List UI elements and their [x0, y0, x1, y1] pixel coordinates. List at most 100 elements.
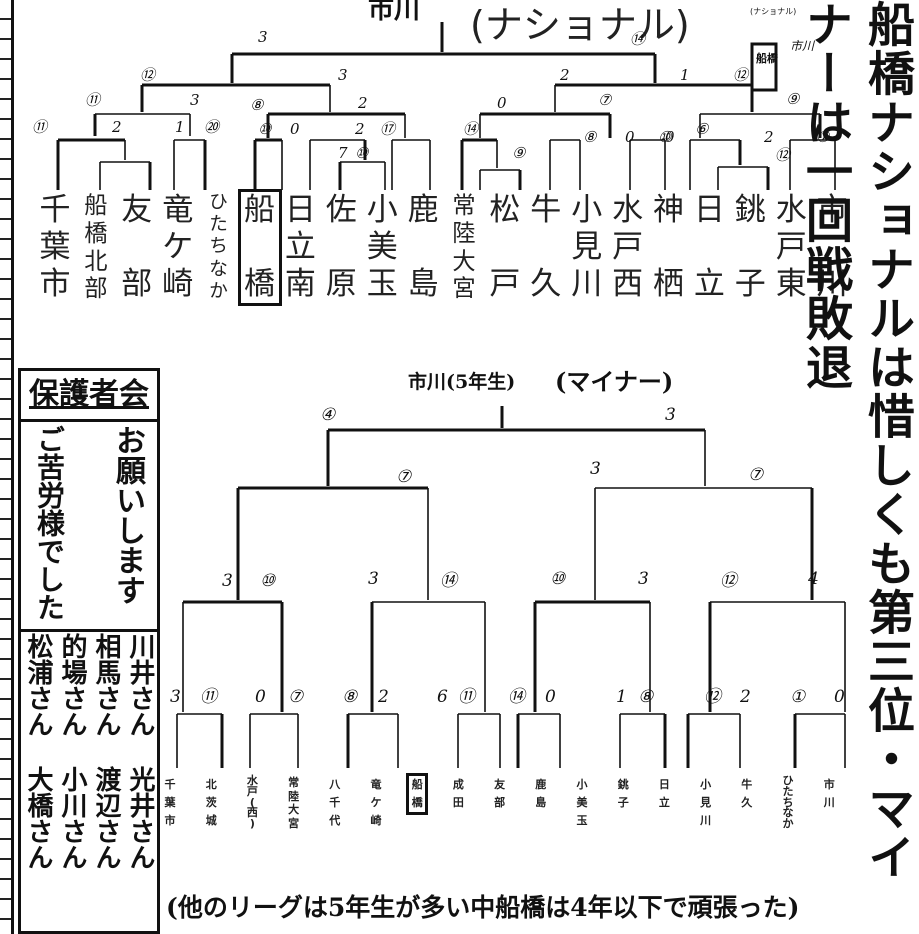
- n-score-16: 7: [338, 144, 348, 162]
- minor-team-char: 日: [658, 778, 670, 791]
- national-team-17: 銚 子: [731, 192, 769, 303]
- national-team-7: 佐 原: [322, 192, 360, 303]
- minor-team-1: 北茨城: [203, 776, 219, 830]
- minor-team-16: 市川: [821, 776, 837, 812]
- national-team-8: 小美玉: [363, 192, 401, 303]
- minor-team-char: 久: [741, 796, 753, 809]
- minor-subtitle: (マイナー): [555, 367, 673, 396]
- national-team-char: 船: [244, 192, 275, 228]
- m-score-26: 2: [739, 687, 751, 707]
- m-score-21: ⑭: [508, 687, 528, 707]
- national-team-char: 友: [121, 192, 153, 228]
- n-score-15: ⑰: [380, 120, 397, 138]
- m-score-9: ⑩: [550, 569, 566, 589]
- n-score-13: 0: [290, 120, 300, 138]
- n-score-18: ⑭: [463, 120, 480, 138]
- minor-team-char: た: [782, 784, 794, 798]
- n-score-1: ⑫: [140, 66, 157, 84]
- n-score-29: ⑫: [775, 146, 792, 164]
- national-team-char: 千: [39, 192, 71, 228]
- notice-name: 大橋さん: [23, 766, 53, 870]
- stamp-side: 市川: [790, 39, 816, 53]
- minor-team-char: 常: [288, 776, 300, 789]
- national-team-char: 竜: [162, 192, 194, 228]
- national-team-9: 鹿 島: [404, 192, 442, 303]
- notice-divider: [21, 629, 157, 632]
- m-score-8: ⑭: [440, 571, 460, 591]
- n-score-32: ⑩: [658, 128, 673, 146]
- m-score-17: ⑧: [342, 687, 358, 707]
- national-team-13: 小見川: [568, 192, 606, 303]
- national-team-char: 宮: [452, 275, 476, 303]
- n-score-21: ⑦: [598, 91, 613, 109]
- minor-team-char: 宮: [288, 816, 300, 830]
- notice-names: 川井さん相馬さん的場さん松浦さん光井さん渡辺さん小川さん大橋さん: [21, 633, 157, 929]
- minor-team-6: 船橋: [406, 773, 429, 815]
- footer-note: (他のリーグは5年生が多い中船橋は4年以下で頑張った): [166, 893, 800, 922]
- minor-team-11: 銚子: [615, 776, 631, 812]
- national-team-char: た: [209, 214, 228, 236]
- national-team-char: か: [209, 280, 228, 302]
- minor-team-char: 成: [452, 778, 464, 791]
- national-team-char: 銚: [734, 192, 766, 228]
- n-score-20: 2: [559, 66, 570, 84]
- m-score-15: 0: [255, 687, 266, 707]
- minor-team-char: 牛: [741, 778, 753, 791]
- n-score-25: 1: [680, 66, 690, 84]
- national-team-char: 日: [284, 192, 316, 228]
- n-score-9: 2: [111, 118, 122, 136]
- national-team-char: 水: [612, 192, 644, 228]
- n-score-14: 2: [354, 120, 365, 138]
- n-score-8: ⑪: [32, 118, 49, 136]
- minor-team-char: 友: [494, 778, 506, 791]
- national-team-char: 佐: [325, 192, 357, 228]
- m-score-7: 3: [368, 569, 379, 589]
- n-score-6: 2: [357, 94, 368, 112]
- minor-team-char: (: [249, 795, 255, 809]
- national-team-char: 南: [284, 266, 316, 302]
- national-team-char: 見: [571, 229, 603, 265]
- notice-name: 的場さん: [57, 633, 87, 737]
- minor-team-char: な: [782, 806, 794, 820]
- m-score-4: ⑦: [748, 465, 764, 485]
- minor-team-2: 水戸(西): [244, 775, 260, 830]
- minor-team-char: 部: [494, 796, 506, 809]
- minor-team-7: 成田: [450, 776, 466, 812]
- n-score-17: ⑩: [355, 144, 370, 162]
- national-team-char: 葉: [39, 229, 71, 265]
- m-score-19: 6: [437, 687, 448, 707]
- national-team-char: 久: [530, 266, 562, 302]
- minor-team-char: 城: [205, 814, 217, 827]
- minor-team-char: 八: [329, 778, 341, 791]
- national-team-char: 戸: [489, 266, 521, 302]
- national-team-char: 陸: [452, 219, 476, 247]
- national-team-5: 船 橋: [237, 189, 282, 306]
- minor-team-char: 川: [823, 796, 835, 809]
- national-team-char: 大: [452, 247, 476, 275]
- national-team-char: 鹿: [407, 192, 439, 228]
- national-team-char: ひ: [209, 192, 228, 213]
- national-title: (ナショナル): [470, 3, 690, 47]
- minor-team-char: 戸: [246, 784, 258, 798]
- minor-team-char: ケ: [370, 796, 382, 809]
- minor-team-char: ち: [782, 795, 794, 809]
- stamp-text: 船橋: [756, 51, 779, 65]
- national-team-char: 常: [452, 192, 476, 219]
- n-score-30: 2: [763, 128, 774, 146]
- n-score-33: 0: [665, 128, 675, 146]
- n-score-12: ⑩: [258, 120, 273, 138]
- national-team-4: ひたちなか: [200, 192, 238, 303]
- notice-name: 川井さん: [125, 633, 155, 737]
- national-team-char: 橋: [84, 219, 108, 247]
- m-score-28: 0: [834, 687, 845, 707]
- n-score-4: ⑧: [250, 96, 265, 114]
- national-team-char: 子: [734, 266, 766, 302]
- notice-name: 松浦さん: [23, 633, 53, 737]
- minor-team-char: 大: [288, 803, 300, 816]
- minor-team-char: 子: [617, 796, 629, 809]
- minor-team-5: 竜ケ崎: [368, 776, 384, 830]
- national-team-10: 常陸大宮: [445, 192, 483, 303]
- notice-name: 相馬さん: [91, 633, 121, 737]
- notice-line2: ご苦労様でした: [33, 425, 66, 621]
